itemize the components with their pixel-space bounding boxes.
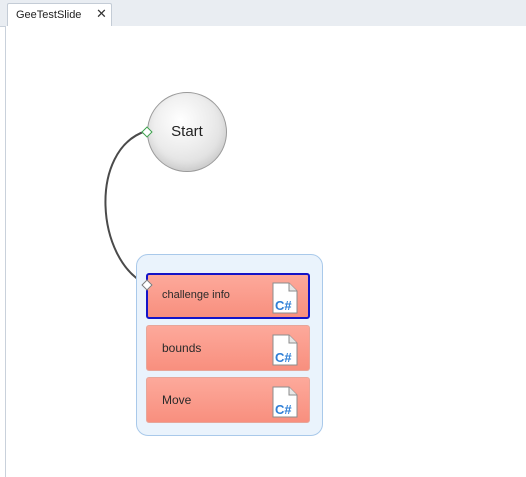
step-challenge-info[interactable]: challenge info C# <box>146 273 310 319</box>
csharp-file-icon: C# <box>272 282 298 314</box>
start-node[interactable]: Start <box>147 92 227 172</box>
csharp-glyph: C# <box>275 298 292 313</box>
step-label: challenge info <box>162 289 230 301</box>
csharp-file-icon: C# <box>272 386 298 418</box>
start-label: Start <box>171 123 203 140</box>
tab-title: GeeTestSlide <box>16 9 82 21</box>
canvas-left-border <box>5 26 6 477</box>
step-move[interactable]: Move C# <box>146 377 310 423</box>
connector-start-to-challenge-info[interactable] <box>104 130 147 285</box>
csharp-glyph: C# <box>275 350 292 365</box>
close-icon[interactable]: ✕ <box>96 6 107 21</box>
step-label: Move <box>162 393 192 407</box>
csharp-glyph: C# <box>275 402 292 417</box>
csharp-file-icon: C# <box>272 334 298 366</box>
step-bounds[interactable]: bounds C# <box>146 325 310 371</box>
step-label: bounds <box>162 341 202 355</box>
tab-geetestslide[interactable]: GeeTestSlide ✕ <box>7 3 112 26</box>
